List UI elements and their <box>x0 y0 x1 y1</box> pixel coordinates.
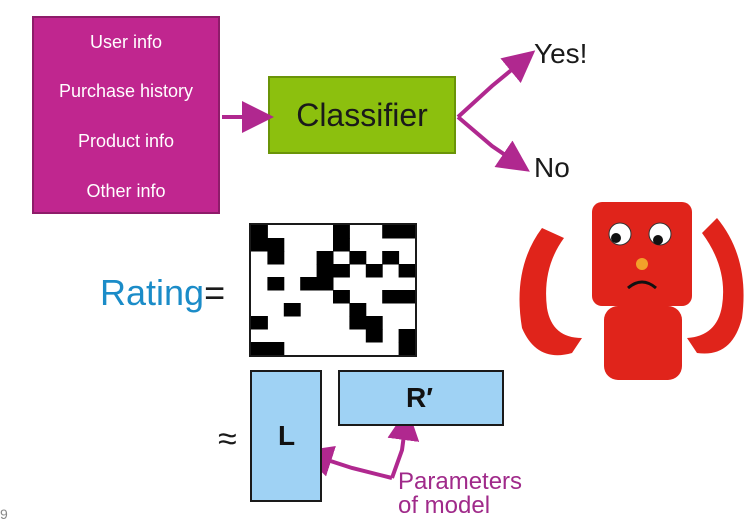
rating-label: Rating= <box>100 272 225 314</box>
factor-L-label: L <box>278 420 296 451</box>
rating-matrix-cells <box>251 225 416 356</box>
robot-nose <box>636 258 648 270</box>
matrix-cell <box>267 342 285 356</box>
robot-right-arm <box>687 218 744 354</box>
matrix-cell <box>398 290 416 304</box>
factor-matrix-R: R′ <box>338 370 504 426</box>
matrix-cell <box>365 329 383 343</box>
classifier-label: Classifier <box>296 96 428 133</box>
factor-matrix-L: L <box>250 370 322 502</box>
matrix-cell <box>349 303 367 317</box>
matrix-cell <box>316 251 334 265</box>
arrow-to-yes <box>456 50 536 119</box>
matrix-cell <box>398 264 416 278</box>
robot-left-arm <box>519 228 582 356</box>
matrix-cell <box>349 316 367 330</box>
matrix-cell <box>316 277 334 291</box>
matrix-cell <box>382 225 400 239</box>
matrix-cell <box>333 225 350 239</box>
factor-R-label: R′ <box>406 382 433 413</box>
matrix-cell <box>300 277 318 291</box>
classifier-box: Classifier <box>268 76 456 154</box>
input-user-info: User info <box>89 32 163 52</box>
rating-word: Rating <box>100 272 205 313</box>
matrix-cell <box>398 225 416 239</box>
matrix-cell <box>382 290 400 304</box>
output-no: No <box>534 152 570 183</box>
matrix-cell <box>267 251 285 265</box>
matrix-cell <box>251 316 268 330</box>
parameters-line-1: Parameters <box>398 468 523 495</box>
matrix-cell <box>333 264 350 278</box>
arrow-to-R <box>387 408 420 479</box>
matrix-cell <box>382 251 400 265</box>
matrix-cell <box>398 329 416 343</box>
matrix-cell <box>267 238 285 252</box>
matrix-cell <box>333 238 350 252</box>
robot-head <box>592 202 692 306</box>
approx-symbol: ≈ <box>218 420 237 458</box>
arrow-to-no <box>456 115 530 172</box>
matrix-cell <box>251 238 268 252</box>
equals-sign: = <box>204 272 226 313</box>
rating-matrix <box>249 223 417 357</box>
matrix-cell <box>316 264 334 278</box>
matrix-cell <box>333 290 350 304</box>
output-yes: Yes! <box>534 38 588 69</box>
input-product-info: Product info <box>77 131 175 151</box>
input-other-info: Other info <box>86 181 166 201</box>
matrix-cell <box>365 264 383 278</box>
matrix-cell <box>283 303 301 317</box>
robot-eyes <box>608 222 672 246</box>
matrix-cell <box>365 316 383 330</box>
parameters-annotation: Parameters of model <box>398 470 522 518</box>
sad-robot-illustration <box>519 202 744 380</box>
matrix-cell <box>349 251 367 265</box>
robot-frown <box>627 280 657 290</box>
matrix-cell <box>251 342 268 356</box>
page-number: 9 <box>0 506 8 522</box>
input-features-box: User info Purchase history Product info … <box>32 16 220 214</box>
input-purchase-history: Purchase history <box>58 81 194 101</box>
matrix-cell <box>398 342 416 356</box>
matrix-cell <box>267 277 285 291</box>
matrix-cell <box>251 225 268 239</box>
robot-body <box>604 306 682 380</box>
parameters-line-2: of model <box>398 492 491 519</box>
arrow-to-L <box>300 445 393 480</box>
